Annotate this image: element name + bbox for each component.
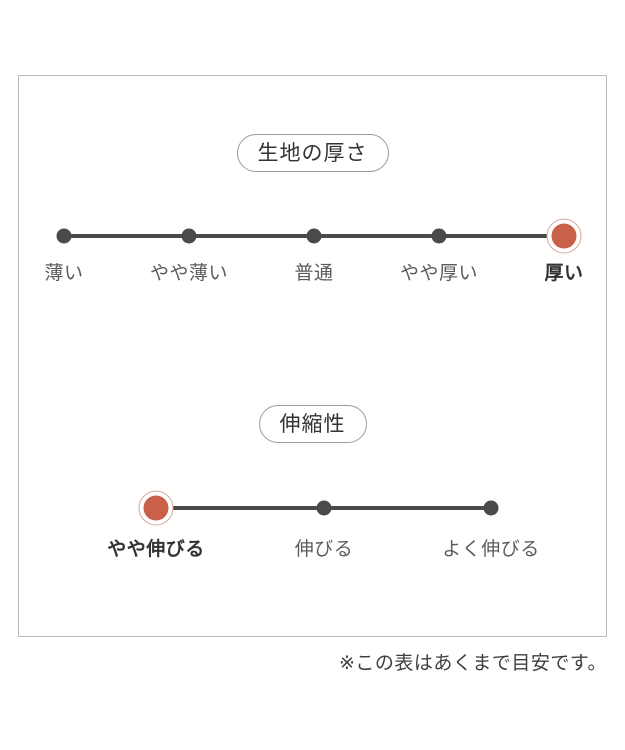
scale-node-stretchiness-2[interactable]: [483, 500, 499, 516]
scale-labels-stretchiness: やや伸びる 伸びる よく伸びる: [19, 537, 606, 563]
section-badge-row-stretchiness: 伸縮性: [19, 405, 606, 443]
scale-dot-selected-icon: [143, 495, 169, 521]
scale-dot-icon: [316, 500, 332, 516]
scale-node-stretchiness-1[interactable]: [316, 500, 332, 516]
scale-label-fabric-thickness-3: やや厚い: [399, 263, 479, 284]
scale-labels-fabric-thickness: 薄い やや薄い 普通 やや厚い 厚い: [19, 261, 606, 287]
scale-label-stretchiness-0-selected: やや伸びる: [107, 539, 205, 560]
scale-label-fabric-thickness-0: 薄い: [44, 263, 84, 284]
scale-node-fabric-thickness-0[interactable]: [56, 228, 72, 244]
scale-node-stretchiness-0-selected[interactable]: [143, 495, 169, 521]
section-badge-fabric-thickness: 生地の厚さ: [236, 134, 389, 172]
scale-dot-selected-icon: [551, 223, 577, 249]
scale-label-fabric-thickness-4-selected: 厚い: [544, 263, 584, 284]
scale-dot-icon: [483, 500, 499, 516]
scale-label-stretchiness-2: よく伸びる: [442, 539, 540, 560]
scale-node-fabric-thickness-4-selected[interactable]: [551, 223, 577, 249]
scale-dot-icon: [181, 228, 197, 244]
section-badge-stretchiness: 伸縮性: [258, 405, 367, 443]
scale-node-fabric-thickness-2[interactable]: [306, 228, 322, 244]
fabric-spec-card: 生地の厚さ 薄い やや薄い 普通 やや厚い 厚い 伸縮性 やや伸びる 伸びる よ…: [18, 75, 607, 637]
scale-dot-icon: [56, 228, 72, 244]
scale-dot-icon: [306, 228, 322, 244]
scale-node-fabric-thickness-3[interactable]: [431, 228, 447, 244]
scale-label-fabric-thickness-2: 普通: [294, 263, 334, 284]
scale-dot-icon: [431, 228, 447, 244]
scale-label-fabric-thickness-1: やや薄い: [149, 263, 229, 284]
scale-label-stretchiness-1: 伸びる: [294, 539, 354, 560]
scale-node-fabric-thickness-1[interactable]: [181, 228, 197, 244]
disclaimer-note: ※この表はあくまで目安です。: [338, 653, 607, 674]
section-badge-row-fabric-thickness: 生地の厚さ: [19, 134, 606, 172]
